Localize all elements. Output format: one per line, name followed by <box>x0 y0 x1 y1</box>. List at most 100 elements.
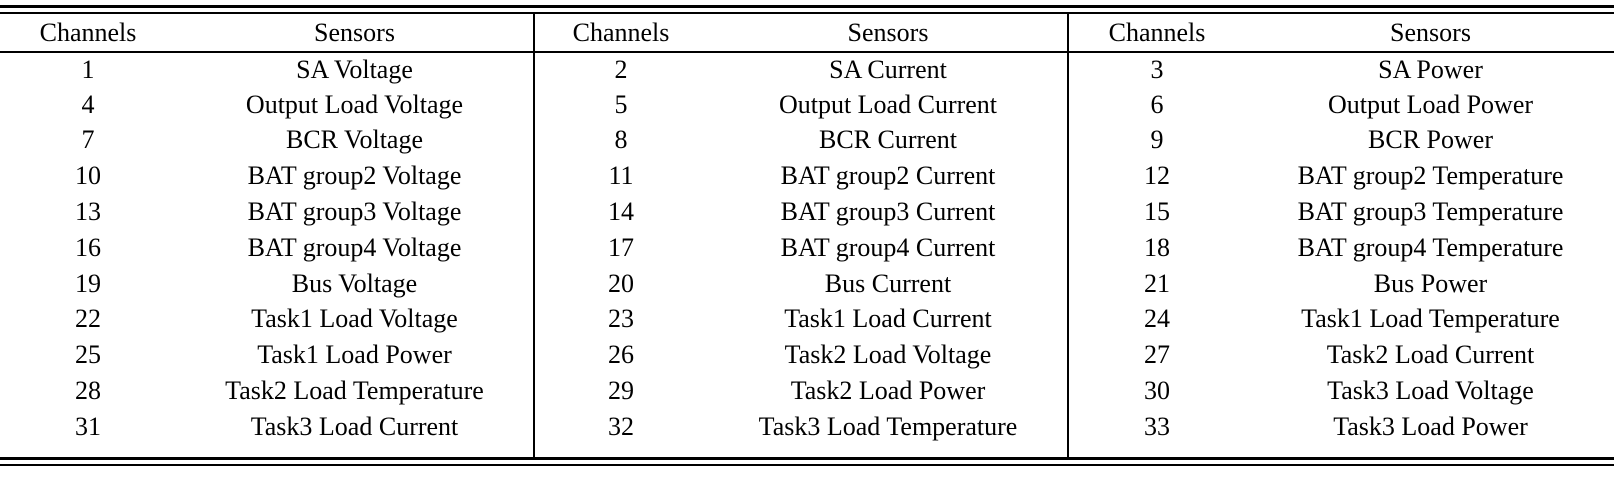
top-rule-inner <box>0 12 1614 14</box>
table-row: 5 Output Load Current <box>533 87 1067 123</box>
cell-channel: 25 <box>75 340 101 370</box>
table-row: 16 BAT group4 Voltage <box>0 230 533 266</box>
cell-sensor: BAT group4 Current <box>780 232 996 262</box>
table-row: 1 SA Voltage <box>0 51 533 87</box>
cell-channel: 17 <box>608 232 634 262</box>
cell-sensor: Task2 Load Temperature <box>225 376 484 406</box>
cell-channel: 9 <box>1150 125 1164 155</box>
table-row: 4 Output Load Voltage <box>0 87 533 123</box>
table-row: 19 Bus Voltage <box>0 266 533 302</box>
cell-channel: 16 <box>75 232 101 262</box>
cell-sensor: SA Power <box>1378 55 1483 85</box>
cell-channel: 6 <box>1150 89 1164 119</box>
table-row: 13 BAT group3 Voltage <box>0 194 533 230</box>
column-header-channels: Channels <box>572 17 670 47</box>
table-row: 18 BAT group4 Temperature <box>1067 230 1614 266</box>
table-row: 29 Task2 Load Power <box>533 373 1067 409</box>
cell-channel: 23 <box>608 304 634 334</box>
table-row: 33 Task3 Load Power <box>1067 409 1614 445</box>
channel-sensor-table-2: Channels Sensors 2 SA Current 5 Output L… <box>533 14 1067 445</box>
cell-channel: 21 <box>1144 268 1170 298</box>
cell-sensor: BAT group4 Voltage <box>247 232 462 262</box>
table-panel-2: Channels Sensors 2 SA Current 5 Output L… <box>533 0 1067 487</box>
bottom-rule-inner <box>0 457 1614 460</box>
table-row: 14 BAT group3 Current <box>533 194 1067 230</box>
table-row: 12 BAT group2 Temperature <box>1067 158 1614 194</box>
cell-channel: 2 <box>614 55 628 85</box>
cell-sensor: SA Voltage <box>296 55 413 85</box>
cell-channel: 30 <box>1144 376 1170 406</box>
cell-sensor: Task3 Load Temperature <box>758 411 1018 441</box>
cell-channel: 12 <box>1144 161 1170 191</box>
cell-sensor: Task2 Load Current <box>1326 340 1535 370</box>
table-row: 26 Task2 Load Voltage <box>533 337 1067 373</box>
cell-channel: 4 <box>81 89 95 119</box>
cell-sensor: BCR Voltage <box>285 125 423 155</box>
channel-sensor-table-1: Channels Sensors 1 SA Voltage 4 Output L… <box>0 14 533 445</box>
table-row: 32 Task3 Load Temperature <box>533 409 1067 445</box>
cell-channel: 7 <box>81 125 95 155</box>
cell-channel: 10 <box>75 161 101 191</box>
cell-sensor: Task2 Load Power <box>790 376 986 406</box>
cell-channel: 28 <box>75 376 101 406</box>
cell-sensor: Output Load Current <box>778 89 998 119</box>
column-header-channels: Channels <box>1108 17 1206 47</box>
cell-channel: 11 <box>608 161 634 191</box>
table-row: 2 SA Current <box>533 51 1067 87</box>
cell-sensor: Task1 Load Voltage <box>251 304 458 334</box>
cell-channel: 27 <box>1144 340 1170 370</box>
table-row: 20 Bus Current <box>533 266 1067 302</box>
cell-sensor: Output Load Power <box>1327 89 1534 119</box>
table-row: 30 Task3 Load Voltage <box>1067 373 1614 409</box>
column-header-sensors: Sensors <box>314 17 395 47</box>
table-header-row: Channels Sensors <box>533 14 1067 51</box>
cell-channel: 32 <box>608 411 634 441</box>
cell-channel: 14 <box>608 197 634 227</box>
cell-channel: 24 <box>1144 304 1170 334</box>
cell-sensor: BAT group3 Voltage <box>247 197 462 227</box>
cell-sensor: Task2 Load Voltage <box>784 340 992 370</box>
cell-channel: 22 <box>75 304 101 334</box>
bottom-rule-outer <box>0 464 1614 466</box>
cell-sensor: BCR Current <box>819 125 957 155</box>
table-row: 21 Bus Power <box>1067 266 1614 302</box>
table-row: 31 Task3 Load Current <box>0 409 533 445</box>
panel-divider-2 <box>1067 14 1069 458</box>
panel-divider-1 <box>533 14 535 458</box>
cell-sensor: Task3 Load Voltage <box>1327 376 1534 406</box>
cell-sensor: Task3 Load Current <box>250 411 459 441</box>
top-rule-outer <box>0 5 1614 8</box>
column-header-channels: Channels <box>39 17 137 47</box>
cell-channel: 20 <box>608 268 634 298</box>
table-row: 22 Task1 Load Voltage <box>0 302 533 338</box>
table-row: 28 Task2 Load Temperature <box>0 373 533 409</box>
cell-channel: 18 <box>1144 232 1170 262</box>
cell-sensor: Bus Voltage <box>291 268 418 298</box>
cell-sensor: Task3 Load Power <box>1333 411 1528 441</box>
table-row: 6 Output Load Power <box>1067 87 1614 123</box>
cell-channel: 26 <box>608 340 634 370</box>
cell-sensor: Task1 Load Temperature <box>1301 304 1560 334</box>
cell-sensor: BAT group2 Temperature <box>1297 161 1564 191</box>
table-row: 25 Task1 Load Power <box>0 337 533 373</box>
cell-channel: 3 <box>1150 55 1164 85</box>
cell-channel: 1 <box>81 55 95 85</box>
cell-sensor: BAT group2 Voltage <box>247 161 462 191</box>
cell-sensor: Bus Power <box>1373 268 1488 298</box>
cell-sensor: BAT group2 Current <box>780 161 996 191</box>
column-header-sensors: Sensors <box>1390 17 1471 47</box>
cell-channel: 31 <box>75 411 101 441</box>
cell-sensor: Output Load Voltage <box>245 89 464 119</box>
table-row: 15 BAT group3 Temperature <box>1067 194 1614 230</box>
cell-sensor: Task1 Load Current <box>784 304 992 334</box>
table-row: 8 BCR Current <box>533 123 1067 159</box>
table-row: 24 Task1 Load Temperature <box>1067 302 1614 338</box>
table-header-row: Channels Sensors <box>0 14 533 51</box>
cell-channel: 29 <box>608 376 634 406</box>
cell-channel: 33 <box>1144 411 1170 441</box>
cell-sensor: BAT group3 Current <box>780 197 996 227</box>
header-separator-rule <box>0 51 1614 53</box>
channel-sensor-table-3: Channels Sensors 3 SA Power 6 Output Loa… <box>1067 14 1614 445</box>
